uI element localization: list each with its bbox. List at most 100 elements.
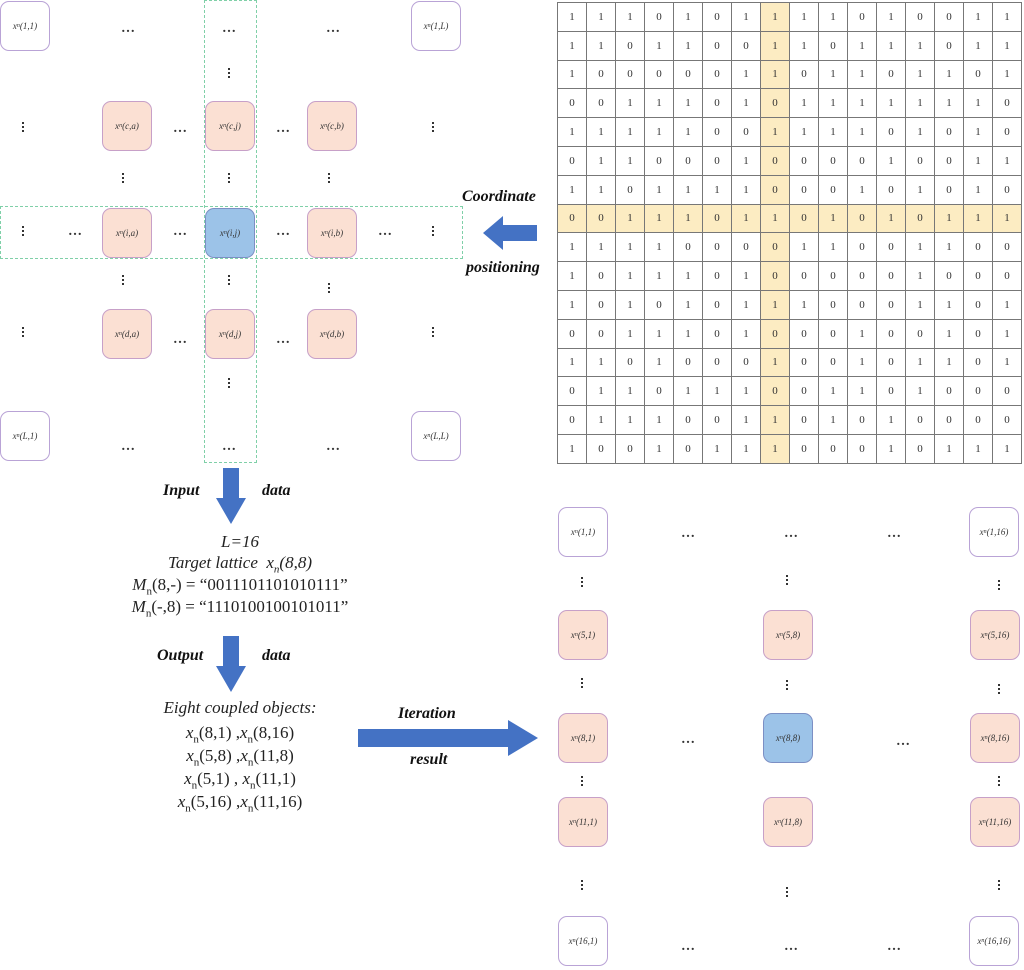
horizontal-ellipsis-icon: … [681,939,696,954]
matrix-cell: 0 [760,318,790,349]
matrix-cell: 1 [673,376,703,407]
matrix-cell: 1 [731,2,761,32]
matrix-cell: 1 [876,433,906,464]
matrix-cell: 0 [876,174,906,205]
coupled-object-line: xn(5,1) , xn(11,1) [184,769,296,792]
matrix-cell: 1 [963,203,993,234]
matrix-cell: 1 [818,117,848,147]
matrix-cell: 1 [963,117,993,147]
matrix-cell: 0 [818,318,848,349]
matrix-cell: 1 [905,232,935,263]
matrix-cell: 0 [789,59,819,90]
matrix-cell: 1 [818,232,848,263]
matrix-cell: 0 [586,433,616,464]
matrix-cell: 0 [905,318,935,349]
vertical-ellipsis-icon [997,776,1001,788]
matrix-cell: 1 [644,318,674,349]
matrix-cell: 0 [934,30,964,61]
matrix-cell: 1 [731,318,761,349]
matrix-cell: 0 [847,289,877,320]
matrix-cell: 1 [905,30,935,61]
matrix-cell: 0 [992,261,1022,291]
matrix-cell: 0 [876,232,906,263]
matrix-cell: 0 [557,145,587,176]
matrix-cell: 1 [644,405,674,435]
matrix-cell: 0 [905,2,935,32]
matrix-cell: 1 [934,88,964,119]
matrix-cell: 0 [731,117,761,147]
matrix-cell: 1 [963,88,993,119]
horizontal-ellipsis-icon: … [784,526,799,541]
matrix-cell: 1 [934,433,964,464]
matrix-cell: 0 [673,433,703,464]
matrix-cell: 1 [586,2,616,32]
matrix-cell: 0 [963,318,993,349]
matrix-cell: 0 [702,145,732,176]
matrix-cell: 1 [905,174,935,205]
matrix-cell: 1 [847,174,877,205]
matrix-cell: 1 [847,88,877,119]
horizontal-ellipsis-icon: … [222,439,237,454]
matrix-cell: 1 [557,347,587,378]
input-data-label: data [262,482,291,499]
matrix-cell: 0 [702,405,732,435]
output-label: Output [157,647,204,664]
horizontal-ellipsis-icon: … [121,21,136,36]
matrix-cell: 1 [760,117,790,147]
matrix-cell: 1 [905,261,935,291]
matrix-cell: 0 [789,433,819,464]
matrix-cell: 1 [731,145,761,176]
matrix-cell: 0 [586,261,616,291]
matrix-cell: 1 [586,145,616,176]
matrix-cell: 0 [789,261,819,291]
matrix-cell: 0 [963,232,993,263]
horizontal-ellipsis-icon: … [887,526,902,541]
matrix-cell: 0 [905,203,935,234]
matrix-cell: 1 [731,174,761,205]
matrix-cell: 0 [615,30,645,61]
horizontal-ellipsis-icon: … [173,224,188,239]
vertical-ellipsis-icon [21,327,25,339]
matrix-cell: 0 [557,203,587,234]
vertical-ellipsis-icon [997,684,1001,696]
matrix-cell: 1 [992,318,1022,349]
matrix-cell: 0 [557,405,587,435]
matrix-cell: 0 [847,232,877,263]
matrix-cell: 1 [905,88,935,119]
matrix-cell: 1 [847,347,877,378]
matrix-cell: 0 [789,318,819,349]
matrix-cell: 1 [644,347,674,378]
matrix-cell: 1 [557,261,587,291]
matrix-cell: 1 [818,88,848,119]
matrix-cell: 1 [557,232,587,263]
matrix-cell: 0 [847,145,877,176]
matrix-cell: 1 [731,88,761,119]
matrix-cell: 0 [963,405,993,435]
matrix-cell: 0 [818,261,848,291]
vertical-ellipsis-icon [121,173,125,185]
matrix-cell: 1 [934,289,964,320]
matrix-cell: 1 [992,59,1022,90]
matrix-cell: 1 [934,318,964,349]
horizontal-ellipsis-icon: … [68,224,83,239]
positioning-label: positioning [466,259,540,276]
matrix-cell: 1 [818,203,848,234]
horizontal-ellipsis-icon: … [326,439,341,454]
